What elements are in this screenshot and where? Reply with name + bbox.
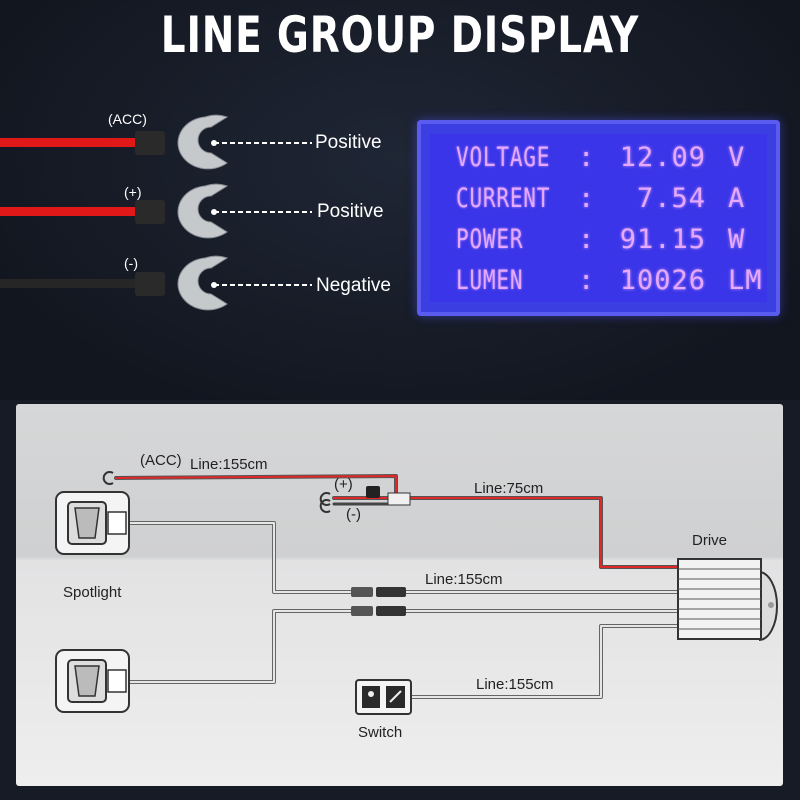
lcd-screen: VOLTAGE : 12.09 V CURRENT : 7.54 A POWER… bbox=[430, 134, 767, 302]
connector-icon bbox=[351, 587, 406, 616]
spotlight-icon bbox=[55, 649, 130, 713]
acc-wire-tag: (ACC) bbox=[108, 111, 147, 127]
minus-tag-label: (-) bbox=[346, 506, 361, 523]
plus-small-terminal-icon bbox=[319, 492, 331, 506]
lcd-row-power: POWER : 91.15 W bbox=[456, 224, 776, 260]
plus-wire-tag: (+) bbox=[124, 184, 142, 200]
switch-icon bbox=[355, 679, 412, 715]
wire-terminals-graphic bbox=[0, 114, 312, 311]
lcd-unit: A bbox=[728, 183, 746, 214]
lcd-value: 91.15 bbox=[619, 224, 706, 255]
acc-line-length: Line:155cm bbox=[190, 456, 268, 473]
drive-label: Drive bbox=[692, 532, 728, 549]
lcd-label: VOLTAGE bbox=[456, 142, 551, 173]
acc-sleeve bbox=[135, 131, 165, 155]
lcd-row-lumen: LUMEN : 10026 LM bbox=[456, 265, 776, 301]
light-line-length: Line:155cm bbox=[425, 571, 503, 588]
lcd-unit: W bbox=[728, 224, 746, 255]
top-panel: LINE GROUP DISPLAY (ACC) (+) (-) Positiv bbox=[0, 0, 800, 400]
lcd-label: CURRENT bbox=[456, 183, 551, 214]
wiring-diagram bbox=[55, 471, 778, 715]
lcd-label: LUMEN bbox=[456, 265, 524, 296]
minus-wire-tag: (-) bbox=[124, 255, 138, 271]
wiring-diagram-panel: (ACC) Line:155cm (+) (-) Line:75cm Drive… bbox=[16, 404, 783, 786]
lcd-colon: : bbox=[578, 183, 596, 214]
lcd-label: POWER bbox=[456, 224, 524, 255]
lcd-display: VOLTAGE : 12.09 V CURRENT : 7.54 A POWER… bbox=[417, 120, 780, 316]
negative-terminal-label: Negative bbox=[316, 275, 391, 296]
lcd-value: 7.54 bbox=[636, 183, 706, 214]
positive-fork-terminal-icon bbox=[177, 183, 229, 239]
lcd-row-voltage: VOLTAGE : 12.09 V bbox=[456, 142, 776, 178]
acc-tag-label: (ACC) bbox=[140, 452, 182, 469]
switch-line-length: Line:155cm bbox=[476, 676, 554, 693]
lcd-colon: : bbox=[578, 142, 596, 173]
positive-wire bbox=[0, 207, 150, 216]
negative-fork-terminal-icon bbox=[177, 255, 229, 311]
lcd-value: 12.09 bbox=[619, 142, 706, 173]
positive-terminal-label: Positive bbox=[317, 201, 384, 222]
acc-terminal-label: Positive bbox=[315, 132, 382, 153]
lcd-value: 10026 bbox=[619, 265, 706, 296]
drive-line-length: Line:75cm bbox=[474, 480, 544, 497]
negative-sleeve bbox=[135, 272, 165, 296]
positive-sleeve bbox=[135, 200, 165, 224]
spotlight-label: Spotlight bbox=[63, 584, 122, 601]
drive-box-icon bbox=[677, 558, 778, 641]
lcd-unit: V bbox=[728, 142, 746, 173]
acc-small-terminal-icon bbox=[102, 471, 114, 485]
lcd-unit: LM bbox=[728, 265, 763, 296]
minus-small-terminal-icon bbox=[319, 499, 331, 513]
switch-label: Switch bbox=[358, 724, 403, 741]
spotlight-icon bbox=[55, 491, 130, 555]
lcd-row-current: CURRENT : 7.54 A bbox=[456, 183, 776, 219]
lcd-colon: : bbox=[578, 224, 596, 255]
fuse-icon bbox=[366, 486, 411, 506]
plus-tag-label: (+) bbox=[334, 476, 353, 493]
lcd-colon: : bbox=[578, 265, 596, 296]
negative-wire bbox=[0, 279, 150, 288]
acc-fork-terminal-icon bbox=[177, 114, 229, 170]
acc-wire bbox=[0, 138, 150, 147]
page-title: LINE GROUP DISPLAY bbox=[160, 6, 640, 64]
